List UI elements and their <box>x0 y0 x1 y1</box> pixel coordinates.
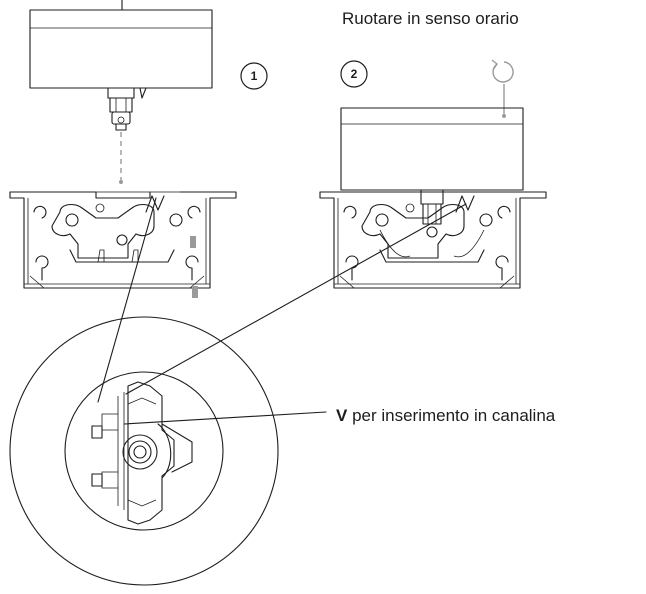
device-box-step1 <box>29 0 213 99</box>
rotate-clockwise-icon <box>491 59 514 118</box>
step-1-group: 1 <box>9 0 268 298</box>
callout-leader <box>123 411 327 425</box>
instruction-label: Ruotare in senso orario <box>342 9 519 28</box>
step-2-group: Ruotare in senso orario 2 <box>319 9 547 289</box>
connector-plug <box>107 87 135 131</box>
step-1-number: 1 <box>251 69 258 83</box>
step-2-badge: 2 <box>340 60 368 88</box>
callout-label: V per inserimento in canalina <box>336 406 556 425</box>
step-2-number: 2 <box>351 67 358 81</box>
callout-bold: V <box>336 406 348 425</box>
detail-magnifier: V per inserimento in canalina <box>9 197 556 586</box>
callout-text: per inserimento in canalina <box>347 406 555 425</box>
device-box-step2 <box>340 107 524 191</box>
step-1-badge: 1 <box>240 62 268 90</box>
detail-clip-mechanism <box>91 381 193 525</box>
cable-channel-step1 <box>9 191 237 298</box>
cable-channel-step2 <box>319 189 547 289</box>
